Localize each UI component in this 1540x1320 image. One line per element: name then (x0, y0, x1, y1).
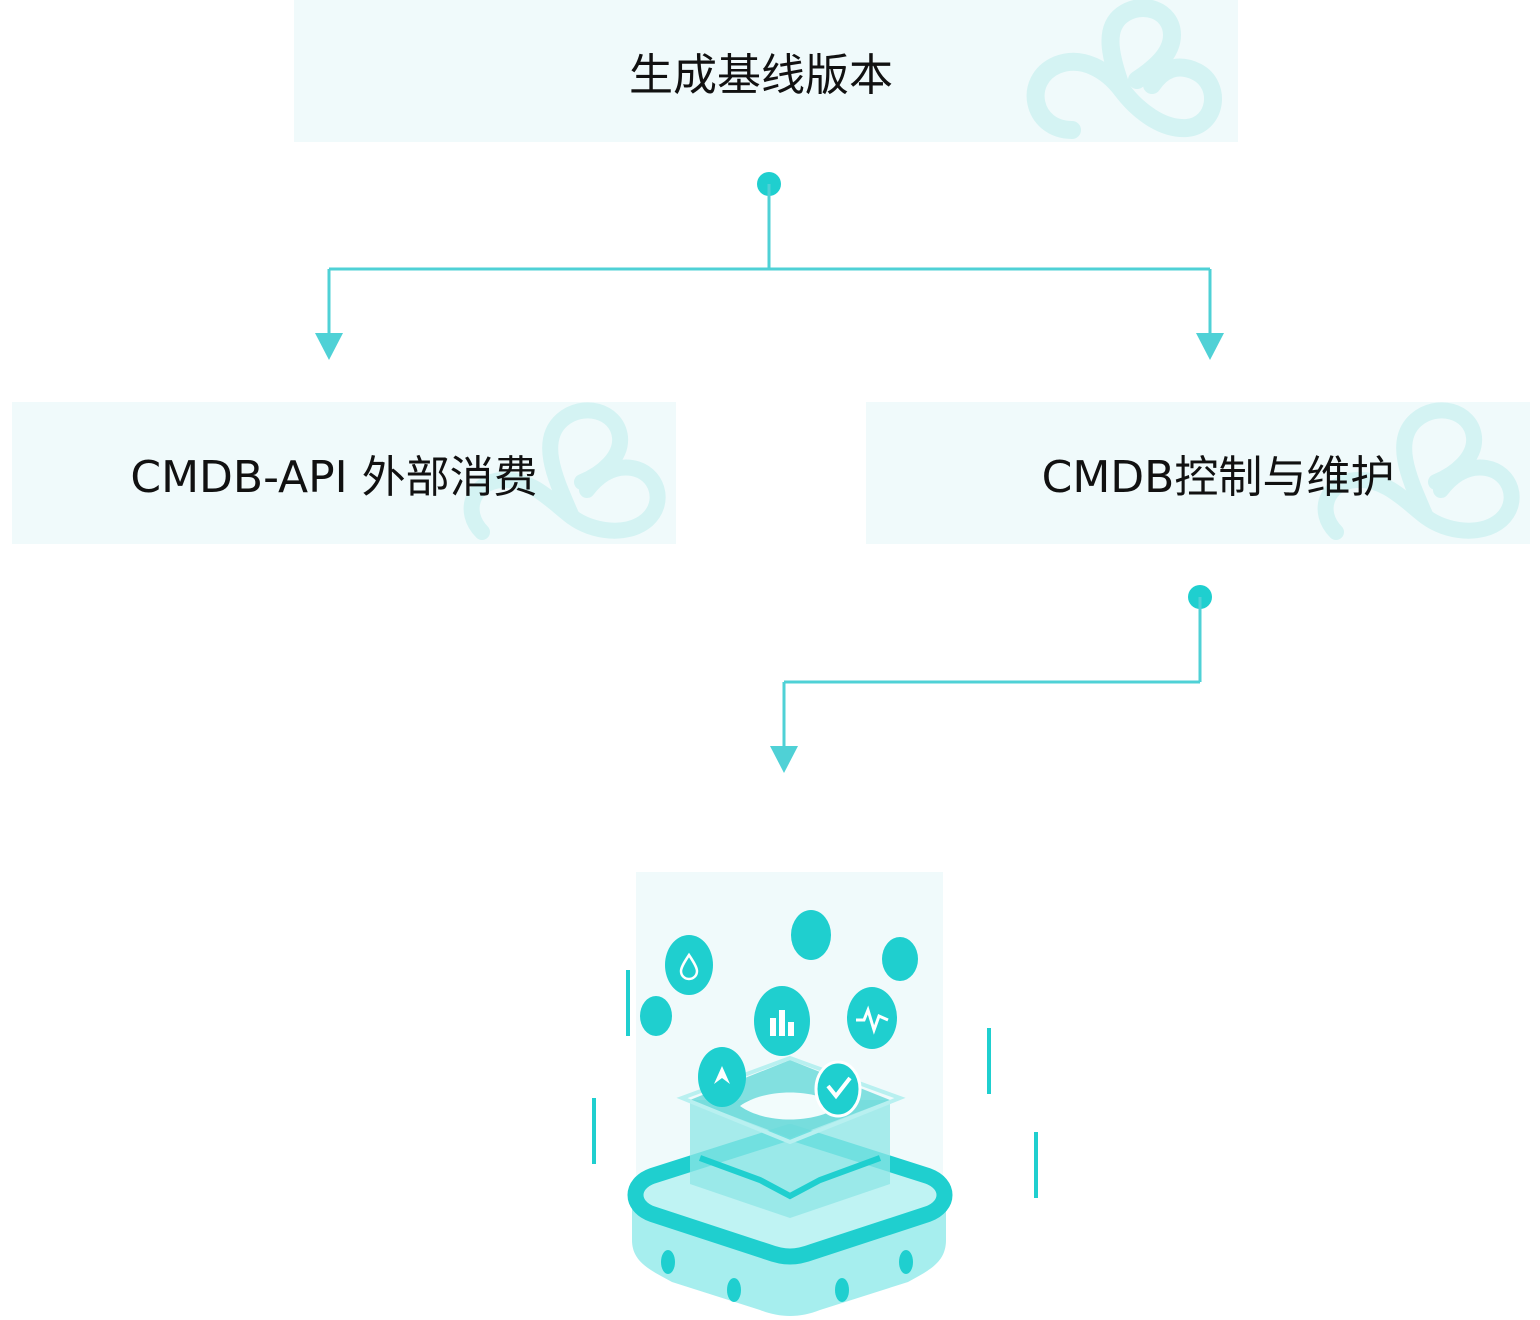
disc-pulse-icon (847, 987, 897, 1049)
arrow-right-icon (1196, 333, 1224, 360)
disc-drop-icon (665, 935, 713, 995)
node-api-consumption: CMDB-API 外部消费 (12, 402, 676, 544)
central-cube (676, 1055, 906, 1218)
connector-right-to-illustration (770, 585, 1212, 773)
node-control-maintenance: CMDB控制与维护 (866, 402, 1530, 544)
disc-glyphs (679, 952, 889, 1100)
node-generate-baseline: 生成基线版本 (294, 0, 1238, 142)
arrow-left-icon (315, 333, 343, 360)
arrow-down-icon (770, 746, 798, 773)
accent-bars (592, 970, 1038, 1198)
cloud-logo-watermark-icon (1026, 0, 1222, 139)
node-label-api-consumption: CMDB-API 外部消费 (130, 452, 538, 503)
disc-check-icon (814, 1060, 862, 1118)
node-label-control-maintenance: CMDB控制与维护 (1041, 452, 1395, 503)
cloud-logo-watermark-icon (1317, 402, 1520, 540)
connector-top-to-children (315, 172, 1224, 360)
cloud-logo-watermark-icon (463, 402, 666, 540)
floating-discs (640, 910, 918, 1118)
node-label-generate-baseline: 生成基线版本 (629, 50, 893, 101)
